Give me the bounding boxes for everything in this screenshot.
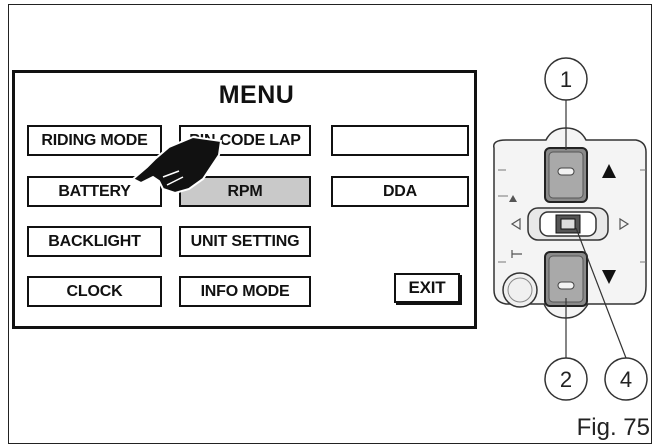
up-triangle-icon bbox=[602, 164, 616, 178]
menu-item-clock[interactable]: CLOCK bbox=[27, 276, 162, 307]
menu-item-rpm[interactable]: RPM bbox=[179, 176, 311, 207]
callout-1-label: 1 bbox=[560, 67, 572, 92]
callout-4 bbox=[604, 357, 648, 401]
right-arrow-icon bbox=[619, 217, 630, 231]
figure-caption: Fig. 75 bbox=[576, 414, 650, 441]
menu-item-dda[interactable]: DDA bbox=[331, 176, 469, 207]
down-button[interactable] bbox=[544, 251, 588, 307]
joystick-button[interactable] bbox=[527, 207, 609, 241]
menu-item-info-mode[interactable]: INFO MODE bbox=[179, 276, 311, 307]
menu-item-blank[interactable] bbox=[331, 125, 469, 156]
menu-item-backlight[interactable]: BACKLIGHT bbox=[27, 226, 162, 257]
hand-pointer-icon bbox=[131, 135, 223, 195]
down-triangle-icon bbox=[602, 270, 616, 284]
callout-2-label: 2 bbox=[560, 367, 572, 392]
menu-item-unit-setting[interactable]: UNIT SETTING bbox=[179, 226, 311, 257]
left-arrow-icon bbox=[510, 217, 521, 231]
callout-1 bbox=[544, 57, 588, 101]
callout-4-label: 4 bbox=[620, 367, 632, 392]
menu-item-exit[interactable]: EXIT bbox=[394, 273, 460, 303]
menu-item-riding-mode[interactable]: RIDING MODE bbox=[27, 125, 162, 156]
callout-2 bbox=[544, 357, 588, 401]
up-button[interactable] bbox=[544, 147, 588, 203]
menu-title: MENU bbox=[218, 81, 295, 109]
menu-screen: MENU RIDING MODE PIN CODE LAP BATTERY RP… bbox=[12, 70, 477, 329]
